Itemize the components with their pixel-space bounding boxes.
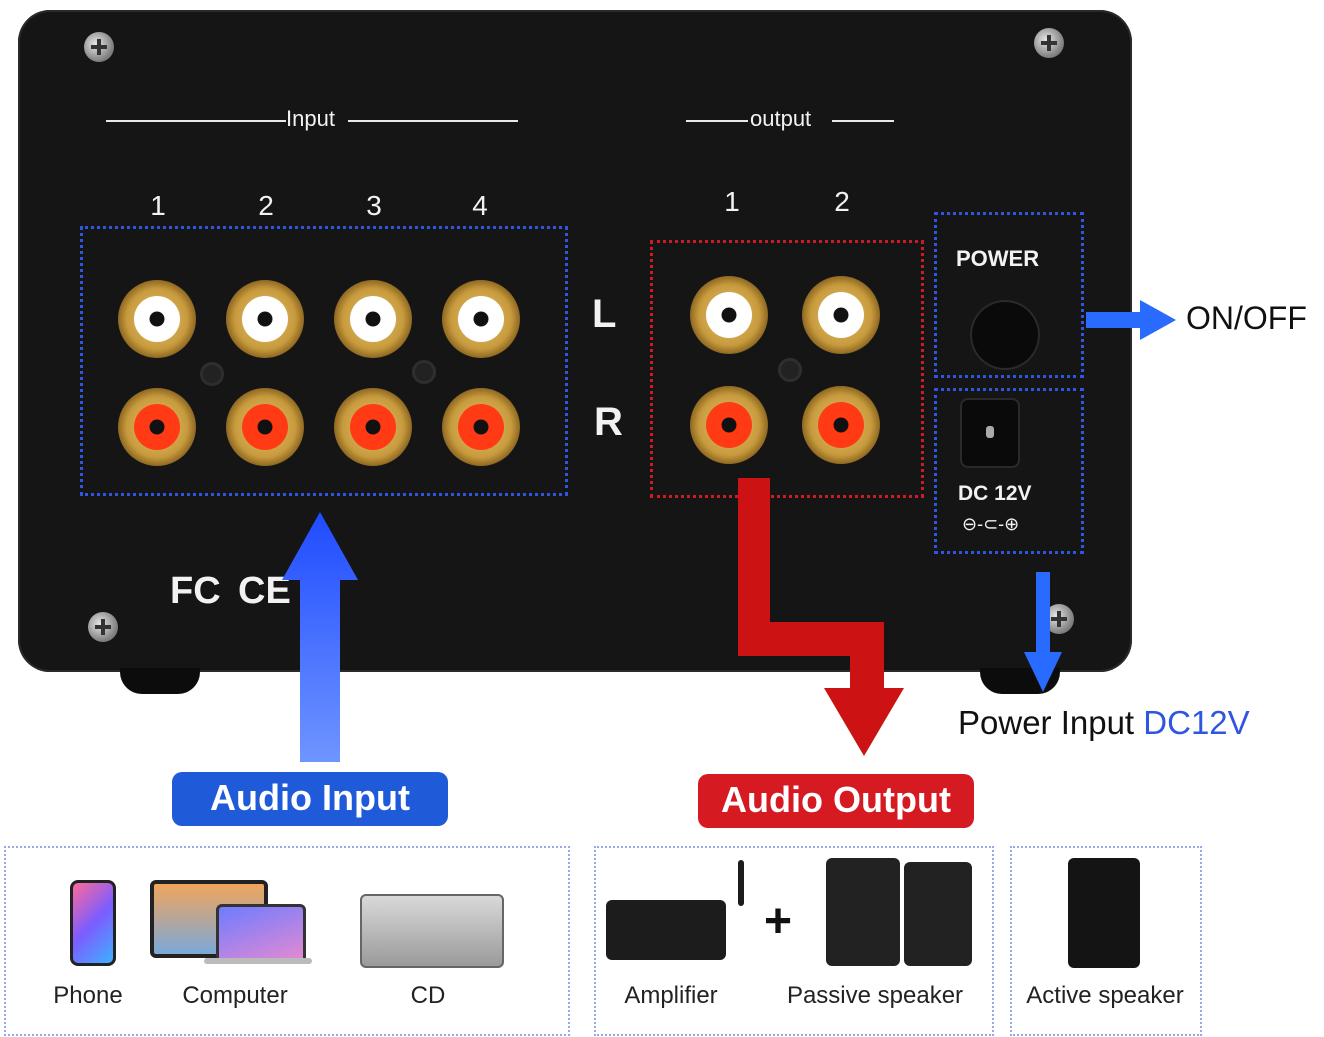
output-number-1: 1 (724, 186, 740, 217)
device-label-cd: CD (410, 982, 446, 1009)
output-header: output (750, 106, 812, 131)
audio-output-label: Audio Output (698, 774, 974, 828)
cd-player-icon (360, 894, 504, 968)
output-1-right-jack[interactable] (690, 386, 768, 464)
output-2-right-jack[interactable] (802, 386, 880, 464)
active-speaker-icon (1068, 858, 1140, 968)
amplifier-icon (606, 900, 726, 960)
panel-screw (778, 358, 802, 382)
input-1-right-jack[interactable] (118, 388, 196, 466)
input-4-left-jack[interactable] (442, 280, 520, 358)
power-input-value: DC12V (1143, 704, 1250, 741)
corner-screw-bottom-left (88, 612, 118, 642)
panel-screw (412, 360, 436, 384)
channel-right-label: R (594, 400, 623, 444)
laptop-base (204, 958, 312, 964)
input-1-left-jack[interactable] (118, 280, 196, 358)
panel-screw (200, 362, 224, 386)
input-header: Input (286, 106, 335, 131)
computer-icon (216, 904, 306, 964)
input-number-2: 2 (258, 190, 274, 221)
output-1-left-jack[interactable] (690, 276, 768, 354)
power-label: POWER (956, 246, 1040, 271)
audio-input-arrow (282, 512, 358, 762)
input-number-4: 4 (472, 190, 488, 221)
dc-power-jack[interactable] (962, 400, 1018, 466)
power-input-arrow (1024, 572, 1062, 692)
input-rule-left (106, 120, 286, 122)
input-3-left-jack[interactable] (334, 280, 412, 358)
ce-mark: CE (238, 570, 291, 612)
fcc-mark: FC (170, 570, 221, 612)
audio-output-arrow (738, 478, 904, 756)
input-2-left-jack[interactable] (226, 280, 304, 358)
output-number-2: 2 (834, 186, 850, 217)
output-rule-left (686, 120, 748, 122)
input-4-right-jack[interactable] (442, 388, 520, 466)
input-2-right-jack[interactable] (226, 388, 304, 466)
input-number-3: 3 (366, 190, 382, 221)
device-label-active-speaker: Active speaker (1026, 982, 1184, 1009)
corner-screw-top-right (1034, 28, 1064, 58)
amplifier-antenna (738, 860, 744, 906)
input-rule-right (348, 120, 518, 122)
output-jacks-highlight (650, 240, 924, 498)
device-label-computer: Computer (182, 982, 288, 1009)
power-input-prefix: Power Input (958, 704, 1144, 741)
dc-jack-highlight (934, 388, 1084, 554)
output-rule-right (832, 120, 894, 122)
device-label-phone: Phone (53, 982, 123, 1009)
on-off-callout: ON/OFF (1186, 300, 1307, 336)
channel-left-label: L (592, 292, 617, 336)
device-label-amplifier: Amplifier (624, 982, 718, 1009)
input-3-right-jack[interactable] (334, 388, 412, 466)
panel-foot-left (120, 668, 200, 694)
device-label-passive-speaker: Passive speaker (786, 982, 964, 1009)
input-jacks-highlight (80, 226, 568, 496)
dc-voltage-label: DC 12V (958, 482, 1032, 505)
input-number-1: 1 (150, 190, 166, 221)
plus-symbol: + (764, 895, 793, 948)
power-button[interactable] (972, 302, 1038, 368)
audio-input-label: Audio Input (172, 772, 448, 826)
on-off-arrow (1086, 300, 1176, 340)
passive-speaker-icon (904, 862, 972, 966)
passive-speaker-icon (826, 858, 900, 966)
output-2-left-jack[interactable] (802, 276, 880, 354)
power-button-highlight (934, 212, 1084, 378)
corner-screw-top-left (84, 32, 114, 62)
dc-polarity-symbol: ⊖-⊂-⊕ (962, 514, 1020, 534)
phone-icon (70, 880, 116, 966)
power-input-callout: Power Input DC12V (958, 704, 1250, 742)
